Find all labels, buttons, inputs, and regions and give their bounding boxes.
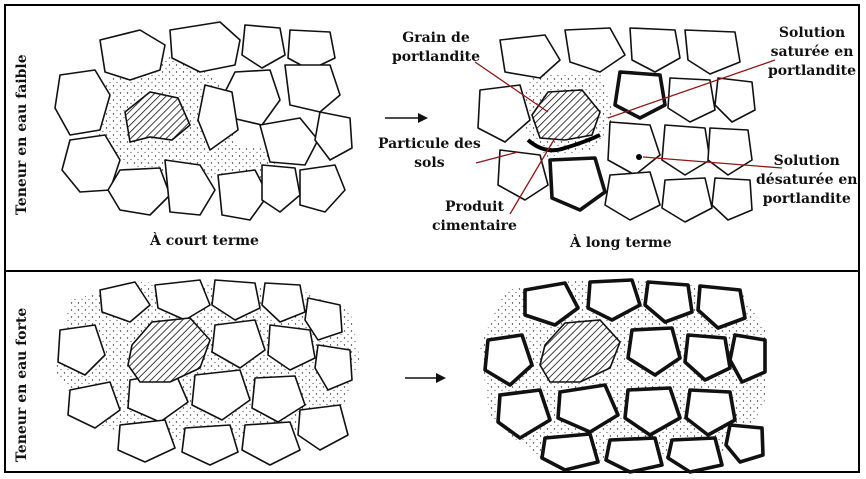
soil-grains bbox=[57, 279, 353, 466]
leader-desaturated-solution bbox=[642, 156, 783, 169]
soil-grains bbox=[54, 21, 353, 221]
leader-grain-portlandite bbox=[474, 61, 549, 113]
portlandite-grain bbox=[127, 317, 211, 383]
label-cement-product: Produit cimentaire bbox=[432, 199, 517, 234]
label-saturated-solution: Solution saturée en portlandite bbox=[768, 25, 857, 79]
panel-short-term-high-water bbox=[55, 279, 360, 466]
panel-long-term-high-water bbox=[480, 278, 767, 474]
leader-soil-particle bbox=[475, 151, 519, 164]
desaturated-solution-dot bbox=[636, 154, 642, 160]
panel-long-term-low-water bbox=[477, 27, 756, 223]
soil-grains bbox=[483, 278, 767, 474]
panel-short-term-low-water bbox=[54, 21, 353, 221]
row-divider bbox=[4, 270, 860, 272]
caption-short-term: À court terme bbox=[150, 233, 259, 249]
transition-arrow-bottom bbox=[405, 373, 446, 383]
portlandite-grain bbox=[531, 89, 601, 141]
portlandite-grain bbox=[124, 91, 191, 143]
leader-saturated-solution bbox=[607, 59, 776, 119]
leader-cement-product bbox=[509, 137, 556, 215]
leader-lines bbox=[474, 59, 783, 215]
row-label-high-water: Teneur en eau forte bbox=[14, 307, 30, 462]
cement-product-rim bbox=[526, 133, 601, 153]
figure-frame bbox=[4, 4, 860, 473]
soil-grains bbox=[477, 27, 756, 223]
row-label-low-water: Teneur en eau faible bbox=[14, 54, 30, 215]
label-soil-particle: Particule des sols bbox=[378, 136, 481, 171]
caption-long-term: À long terme bbox=[570, 235, 672, 251]
portlandite-grain bbox=[539, 319, 621, 383]
label-desaturated-solution: Solution désaturée en portlandite bbox=[756, 153, 858, 207]
transition-arrow-top bbox=[385, 113, 428, 123]
label-grain-portlandite: Grain de portlandite bbox=[392, 30, 481, 65]
